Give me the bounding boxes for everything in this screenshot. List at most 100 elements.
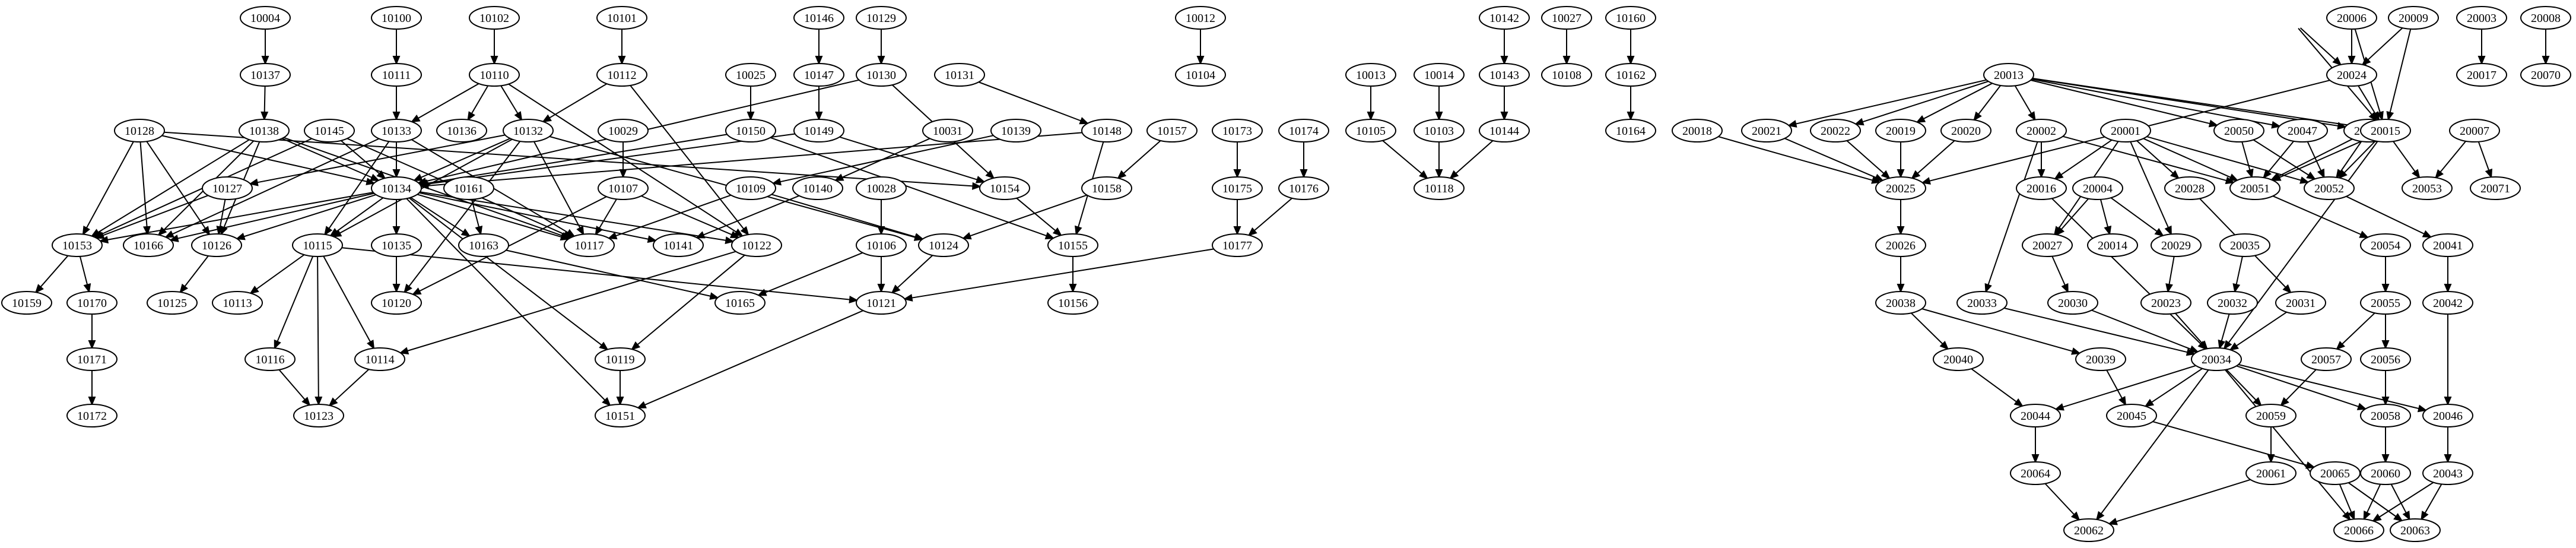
arrowhead-icon bbox=[2337, 122, 2347, 130]
edge-20045-to-20065 bbox=[2152, 421, 2315, 469]
node-ellipse bbox=[2245, 461, 2297, 485]
edge-line bbox=[2342, 312, 2375, 345]
arrowhead-icon bbox=[695, 231, 706, 239]
arrowhead-icon bbox=[2165, 283, 2173, 293]
node-label: 10156 bbox=[1058, 297, 1088, 310]
arrowhead-icon bbox=[2402, 511, 2410, 521]
node-label: 10122 bbox=[742, 239, 771, 252]
node-label: 20006 bbox=[2337, 12, 2367, 25]
node-label: 10027 bbox=[1552, 12, 1581, 25]
graph-node-20066: 20066 bbox=[2333, 518, 2384, 542]
arrowhead-icon bbox=[891, 284, 901, 294]
edge-20056-to-20058 bbox=[2381, 370, 2390, 406]
edge-line bbox=[2146, 136, 2302, 181]
node-ellipse bbox=[2456, 63, 2507, 87]
edge-line bbox=[1846, 140, 1885, 174]
node-label: 20002 bbox=[2027, 125, 2056, 138]
edge-line bbox=[2051, 256, 2066, 286]
node-label: 20052 bbox=[2314, 182, 2344, 195]
edge-20034-to-20046 bbox=[2238, 364, 2428, 413]
node-ellipse bbox=[856, 291, 907, 315]
edge-20004-to-20027 bbox=[2055, 198, 2089, 236]
graph-node-20013: 20013 bbox=[1983, 63, 2034, 87]
node-ellipse bbox=[2301, 347, 2352, 371]
node-label: 20039 bbox=[2086, 353, 2116, 366]
edge-20065-to-20066 bbox=[2339, 484, 2355, 521]
graph-node-20041: 20041 bbox=[2422, 233, 2473, 257]
edge-20001-to-20016 bbox=[2054, 139, 2113, 180]
graph-node-10128: 10128 bbox=[114, 119, 165, 142]
edge-20038-to-20039 bbox=[1921, 308, 2081, 355]
node-ellipse bbox=[293, 404, 344, 427]
node-ellipse bbox=[1278, 119, 1329, 142]
node-ellipse bbox=[1414, 63, 1465, 87]
edge-10146-to-10147 bbox=[815, 29, 823, 65]
node-label: 10147 bbox=[804, 69, 834, 82]
node-ellipse bbox=[1212, 233, 1263, 257]
graph-node-10112: 10112 bbox=[596, 63, 647, 87]
edge-10143-to-10144 bbox=[1500, 86, 1508, 121]
node-ellipse bbox=[354, 347, 405, 371]
edge-line bbox=[2378, 482, 2434, 518]
edge-10171-to-10172 bbox=[88, 370, 96, 406]
graph-node-20050: 20050 bbox=[2213, 119, 2264, 142]
node-label: 20042 bbox=[2433, 297, 2463, 310]
edge-line bbox=[2032, 77, 2355, 127]
node-label: 10158 bbox=[1092, 182, 1122, 195]
edge-10126-to-10125 bbox=[179, 255, 209, 294]
arrowhead-icon bbox=[1233, 169, 1241, 179]
edge-line bbox=[644, 310, 863, 406]
arrowhead-icon bbox=[411, 287, 422, 295]
edge-10029-to-10107 bbox=[619, 142, 627, 179]
node-ellipse bbox=[1541, 63, 1592, 87]
node-ellipse bbox=[304, 119, 355, 142]
graph-node-10148: 10148 bbox=[1081, 119, 1132, 142]
edge-line bbox=[1455, 140, 1494, 174]
edge-line bbox=[2278, 138, 2353, 178]
node-label: 20060 bbox=[2371, 467, 2400, 480]
graph-node-10144: 10144 bbox=[1479, 119, 1530, 142]
edge-line bbox=[2346, 195, 2425, 235]
edge-20013-to-20020 bbox=[1973, 85, 2001, 122]
node-label: 20065 bbox=[2320, 467, 2350, 480]
node-label: 20009 bbox=[2399, 12, 2428, 25]
edge-20002-to-20016 bbox=[2037, 142, 2045, 179]
graph-node-20031: 20031 bbox=[2275, 291, 2326, 315]
edge-20039-to-20045 bbox=[2106, 369, 2127, 406]
node-ellipse bbox=[2422, 461, 2473, 485]
edge-line bbox=[1016, 197, 1056, 232]
edge-line bbox=[2031, 78, 2273, 126]
graph-node-10109: 10109 bbox=[725, 176, 776, 200]
node-ellipse bbox=[2010, 404, 2061, 427]
edge-line bbox=[2440, 141, 2467, 173]
arrowhead-icon bbox=[607, 232, 618, 240]
node-label: 10114 bbox=[365, 353, 394, 366]
edge-20022-to-20025 bbox=[1846, 140, 1891, 179]
node-ellipse bbox=[2100, 119, 2151, 142]
graph-node-10139: 10139 bbox=[990, 119, 1041, 142]
node-label: 20019 bbox=[1886, 125, 1916, 138]
edge-10122-to-10119 bbox=[630, 254, 745, 350]
arrowhead-icon bbox=[2229, 342, 2239, 351]
graph-node-20061: 20061 bbox=[2245, 461, 2297, 485]
graph-node-20053: 20053 bbox=[2402, 176, 2453, 200]
node-ellipse bbox=[371, 119, 422, 142]
graph-node-20017: 20017 bbox=[2456, 63, 2507, 87]
edge-line bbox=[2238, 364, 2419, 410]
edge-20041-to-20042 bbox=[2444, 256, 2452, 293]
node-ellipse bbox=[371, 63, 422, 87]
edge-10134-to-10141 bbox=[419, 192, 658, 243]
node-ellipse bbox=[2191, 347, 2242, 371]
graph-node-20026: 20026 bbox=[1875, 233, 1926, 257]
arrowhead-icon bbox=[560, 233, 570, 241]
edge-10115-to-10114 bbox=[323, 255, 375, 350]
node-label: 10128 bbox=[125, 125, 154, 138]
graph-node-20033: 20033 bbox=[1956, 291, 2008, 315]
edge-line bbox=[85, 141, 134, 229]
node-ellipse bbox=[1175, 63, 1226, 87]
edge-10105-to-10118 bbox=[1382, 140, 1429, 179]
node-label: 20033 bbox=[1967, 297, 1997, 310]
edge-20003-to-20017 bbox=[2477, 29, 2486, 65]
edge-20055-to-20056 bbox=[2381, 314, 2390, 350]
edge-10027-to-10108 bbox=[1562, 29, 1571, 65]
